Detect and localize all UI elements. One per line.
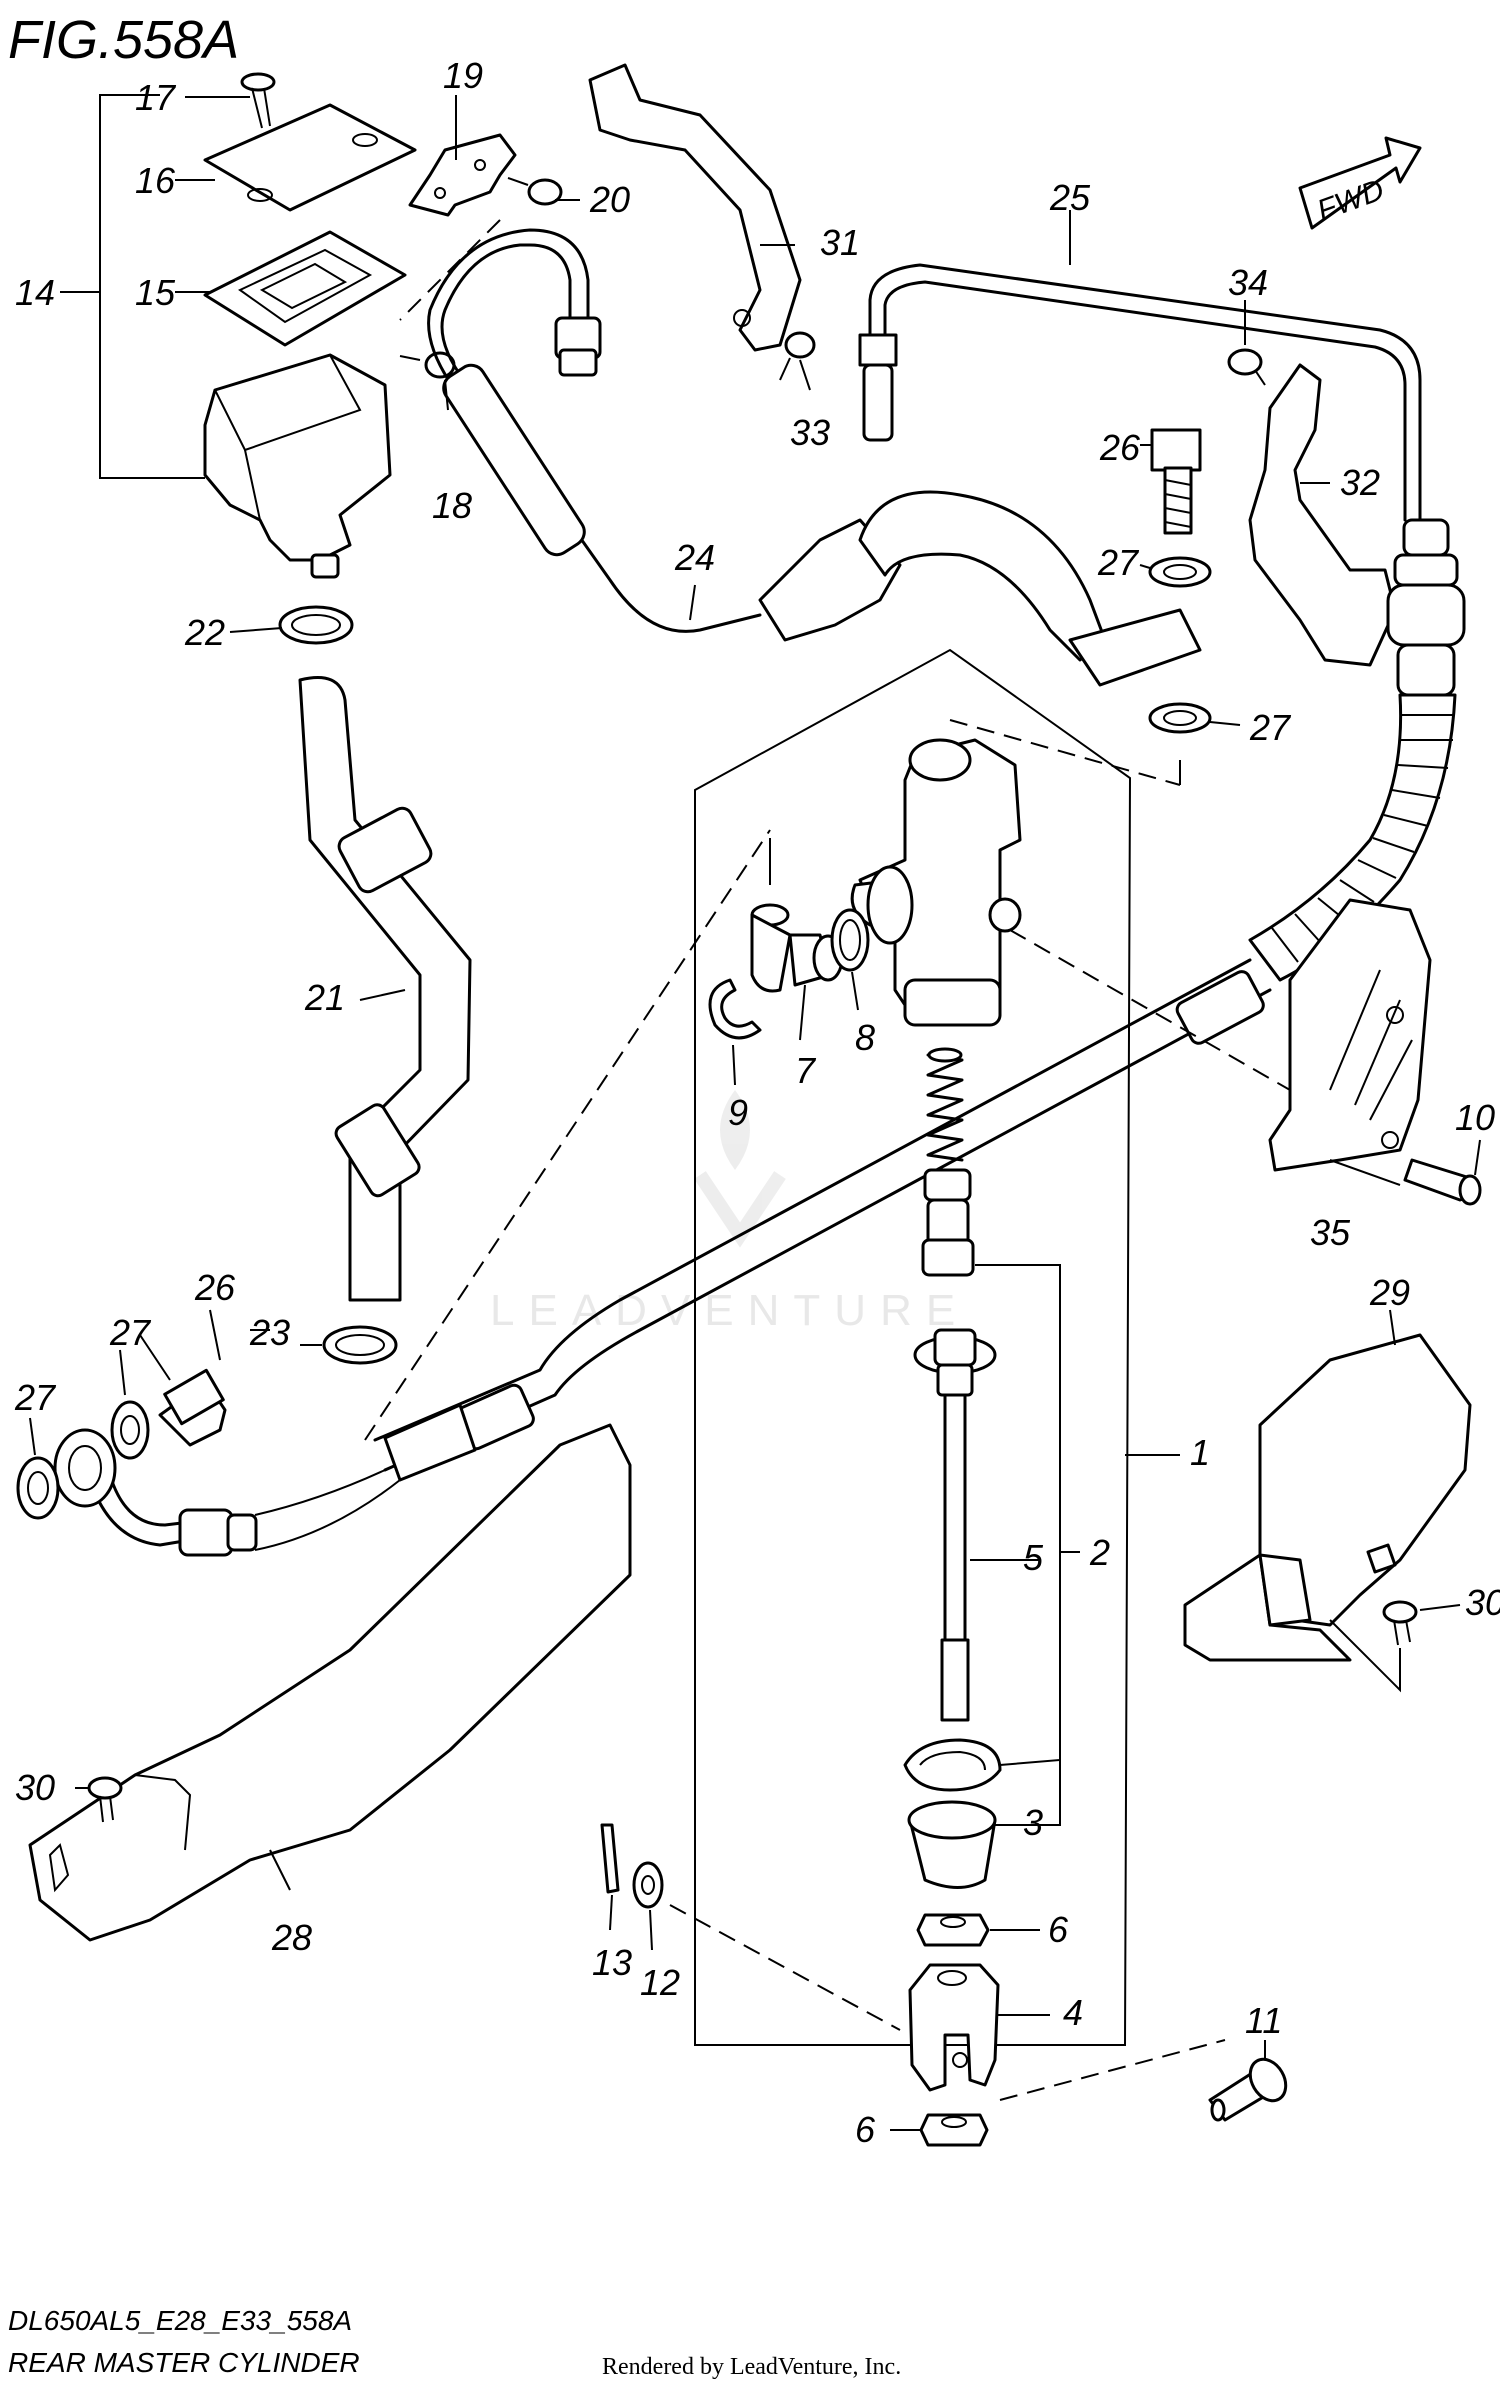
lock-nut-upper	[916, 1913, 990, 1947]
reservoir-cap	[203, 103, 417, 212]
hose-clamp-lower	[322, 1325, 398, 1365]
callout-32: 32	[1340, 462, 1380, 503]
brake-hose-upper	[868, 263, 1422, 522]
callout-27a: 27	[1097, 542, 1140, 583]
callout-30b: 30	[15, 1767, 55, 1808]
callout-4: 4	[1063, 1992, 1083, 2033]
cover-screw-left	[87, 1776, 123, 1823]
callout-22: 22	[184, 612, 225, 653]
circlip-kit	[903, 1738, 1002, 1792]
callout-18: 18	[432, 485, 472, 526]
hose-clamp-bracket	[1248, 363, 1397, 667]
figure-title: FIG.558A	[8, 10, 239, 70]
callout-29: 29	[1369, 1272, 1410, 1313]
callout-20: 20	[589, 179, 630, 220]
callout-35: 35	[1310, 1212, 1351, 1253]
guard-screw	[1403, 1158, 1482, 1206]
model-code: DL650AL5_E28_E33_558A	[8, 2305, 352, 2336]
section-title: REAR MASTER CYLINDER	[8, 2347, 360, 2378]
callout-21: 21	[304, 977, 345, 1018]
washer-27-inner	[110, 1400, 150, 1460]
callout-31: 31	[820, 222, 860, 263]
union-bolt-upper	[1150, 428, 1202, 535]
reservoir-body	[203, 353, 392, 562]
callout-28: 28	[271, 1917, 312, 1958]
callout-7: 7	[795, 1050, 817, 1091]
fwd-arrow-icon: FWD	[1298, 136, 1422, 230]
callout-6a: 6	[1048, 1909, 1069, 1950]
hose-clamp-upper	[278, 605, 354, 645]
washer-upper	[1148, 556, 1212, 588]
reservoir-bracket	[408, 133, 517, 217]
push-rod	[913, 1328, 997, 1722]
reservoir-cap-screw	[240, 72, 276, 129]
piston-assembly	[921, 1168, 975, 1277]
reservoir-hose	[440, 243, 762, 633]
callout-6b: 6	[855, 2109, 876, 2150]
clevis	[908, 1963, 1000, 2092]
callout-2: 2	[1089, 1532, 1110, 1573]
union-bolt-lower	[158, 1368, 227, 1447]
callout-labels: 1 2 3 4 5 6 6 7 8 9 10 11 12 13 14 15 16…	[14, 55, 1500, 2150]
leader-lines	[29, 95, 1481, 2131]
callout-26b: 26	[194, 1267, 236, 1308]
callout-13: 13	[592, 1942, 632, 1983]
callout-11: 11	[1245, 2000, 1282, 2041]
clevis-pin	[1208, 2057, 1288, 2122]
reservoir-diaphragm	[203, 230, 407, 347]
hose-guard	[1268, 898, 1432, 1172]
callout-10: 10	[1455, 1097, 1495, 1138]
banjo-eye-lower	[53, 1428, 117, 1508]
callout-1: 1	[1190, 1432, 1210, 1473]
circlip	[708, 978, 762, 1040]
callout-15: 15	[135, 272, 176, 313]
washer-27-outer	[16, 1456, 60, 1520]
watermark-text: LEADVENTURE	[490, 1286, 969, 1335]
callout-23: 23	[249, 1312, 290, 1353]
hose-bracket-upper	[588, 63, 802, 352]
washer-12	[632, 1861, 664, 1909]
reservoir-joint	[750, 903, 844, 993]
callout-34: 34	[1228, 262, 1268, 303]
callout-24: 24	[674, 537, 715, 578]
callout-27d: 27	[14, 1377, 57, 1418]
washer-lower	[1148, 702, 1212, 734]
side-cover-left	[28, 1423, 632, 1942]
callout-8: 8	[855, 1017, 875, 1058]
callout-27b: 27	[1249, 707, 1292, 748]
rendered-by: Rendered by LeadVenture, Inc.	[602, 2354, 901, 2380]
kit-outline	[694, 648, 1132, 2046]
callout-3: 3	[1023, 1802, 1043, 1843]
lock-nut-lower	[919, 2113, 989, 2147]
callout-19: 19	[443, 55, 483, 96]
callout-25: 25	[1049, 177, 1091, 218]
bracket-bolt-lower	[779, 331, 816, 381]
bracket-bolt	[507, 177, 563, 206]
bracket-bolt-34	[1227, 348, 1266, 386]
callout-5: 5	[1023, 1537, 1044, 1578]
hose-end-fitting-lower	[88, 1469, 401, 1557]
callout-26a: 26	[1099, 427, 1141, 468]
callout-14: 14	[15, 272, 55, 313]
callout-9: 9	[728, 1092, 748, 1133]
callout-16: 16	[135, 160, 176, 201]
cover-screw-right	[1382, 1600, 1418, 1646]
cotter-pin	[600, 1823, 620, 1894]
callout-27c: 27	[109, 1312, 152, 1353]
o-ring	[830, 908, 870, 972]
brake-hose-lower	[373, 958, 1252, 1442]
callout-17: 17	[135, 77, 177, 118]
callout-33: 33	[790, 412, 830, 453]
return-spring	[926, 1047, 964, 1162]
callout-30a: 30	[1465, 1582, 1500, 1623]
banjo-fitting	[758, 518, 902, 642]
callout-12: 12	[640, 1962, 680, 2003]
